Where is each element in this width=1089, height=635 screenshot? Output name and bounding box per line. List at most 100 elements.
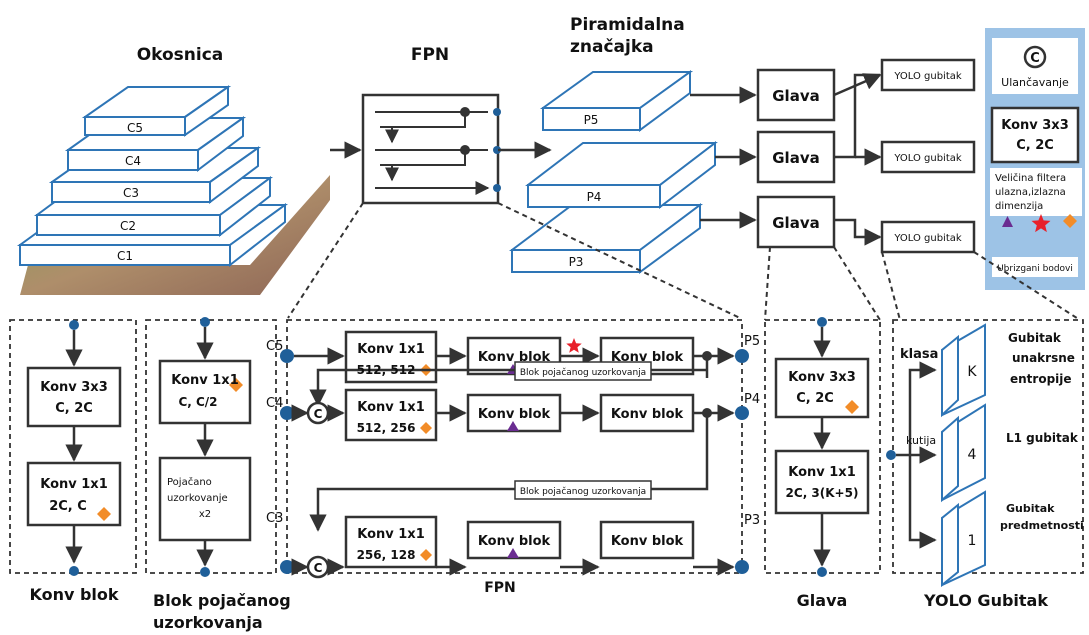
konv-blok-caption: Konv blok bbox=[29, 585, 118, 604]
fpn-konv-blok-1a: Konv blok bbox=[478, 350, 551, 365]
loss-label-1: YOLO gubitak bbox=[893, 71, 962, 82]
fpn-input-c5: C5 bbox=[266, 339, 283, 354]
legend-injected-label: Ubrizgani bodovi bbox=[997, 264, 1073, 274]
yolo-loss-detail bbox=[886, 319, 1084, 588]
konv-blok-box1-l1: Konv 3x3 bbox=[40, 380, 108, 395]
upsample-box1-l2: C, C/2 bbox=[178, 395, 217, 409]
upsample-box1-l1: Konv 1x1 bbox=[171, 373, 239, 388]
yolo-loss3-l2: predmetnosti bbox=[1000, 519, 1084, 532]
head-box-3 bbox=[756, 195, 836, 249]
diamond-icon bbox=[97, 507, 111, 521]
svg-text:C: C bbox=[1030, 51, 1040, 66]
legend-filter-l2: ulazna,izlazna bbox=[995, 187, 1066, 198]
pyramid-slabs bbox=[509, 70, 718, 274]
diamond-icon bbox=[1063, 214, 1077, 228]
pyramid-p5: P5 bbox=[584, 113, 599, 127]
triangle-icon bbox=[507, 548, 519, 558]
fpn-output-p5: P5 bbox=[744, 334, 760, 349]
pyramid-title-2: značajka bbox=[570, 37, 654, 57]
upsample-text-l3: x2 bbox=[199, 509, 211, 520]
yolo-loss1-l1: Gubitak bbox=[1008, 331, 1062, 345]
konv-blok-box1-l2: C, 2C bbox=[55, 401, 93, 416]
fpn-concat-2: C bbox=[314, 561, 323, 575]
fpn-output-p3: P3 bbox=[744, 513, 760, 528]
upsample-caption-l1: Blok pojačanog bbox=[153, 591, 291, 610]
yolo-loss1-l3: entropije bbox=[1010, 372, 1072, 386]
loss-box-3 bbox=[880, 220, 976, 254]
glava-box1-l1: Konv 3x3 bbox=[788, 370, 856, 385]
upsample-text-l2: uzorkovanje bbox=[167, 493, 228, 504]
fpn-conv2-dims: 512, 256 bbox=[357, 421, 416, 435]
fpn-output-p4: P4 bbox=[744, 392, 760, 407]
pyramid-p4: P4 bbox=[587, 190, 602, 204]
star-icon bbox=[1031, 214, 1051, 233]
fpn-konv-blok-2b: Konv blok bbox=[611, 407, 684, 422]
head-label-1: Glava bbox=[772, 87, 819, 105]
fpn-conv3-title: Konv 1x1 bbox=[357, 527, 425, 542]
pyramid-title-1: Piramidalna bbox=[570, 15, 685, 35]
fpn-konv-blok-1b: Konv blok bbox=[611, 350, 684, 365]
legend-panel: C Ulančavanje Konv 3x3 C, 2C Veličina fi… bbox=[985, 28, 1085, 290]
glava-detail bbox=[764, 317, 881, 577]
yolo-loss3-l1: Gubitak bbox=[1006, 502, 1055, 515]
yolo-cube-k: K bbox=[967, 364, 977, 380]
diamond-icon bbox=[229, 378, 243, 392]
star-icon bbox=[566, 338, 582, 353]
fpn-konv-blok-2a: Konv blok bbox=[478, 407, 551, 422]
fpn-title: FPN bbox=[411, 45, 449, 65]
glava-box2-l1: Konv 1x1 bbox=[788, 465, 856, 480]
backbone-layer-c1: C1 bbox=[117, 249, 133, 263]
fpn-detail-caption: FPN bbox=[484, 580, 516, 596]
pyramid-p3: P3 bbox=[569, 255, 584, 269]
yolo-cube-4: 4 bbox=[968, 447, 977, 463]
glava-box2-l2: 2C, 3(K+5) bbox=[786, 486, 859, 500]
diamond-icon bbox=[420, 422, 432, 434]
glava-caption: Glava bbox=[797, 591, 848, 610]
fpn-upsample-label-1: Blok pojačanog uzorkovanja bbox=[520, 367, 646, 378]
backbone-layer-c2: C2 bbox=[120, 219, 136, 233]
fpn-conv2-title: Konv 1x1 bbox=[357, 400, 425, 415]
fpn-conv1-title: Konv 1x1 bbox=[357, 342, 425, 357]
yolo-caption: YOLO Gubitak bbox=[923, 591, 1048, 610]
yolo-loss1-l2: unakrsne bbox=[1012, 351, 1075, 365]
concat-legend-icon bbox=[1023, 45, 1047, 69]
fpn-detail bbox=[280, 319, 749, 579]
fpn-conv3-dims: 256, 128 bbox=[357, 548, 416, 562]
diamond-icon bbox=[845, 400, 859, 414]
konv-blok-box2-l2: 2C, C bbox=[49, 499, 87, 514]
head-label-3: Glava bbox=[772, 214, 819, 232]
head-label-2: Glava bbox=[772, 149, 819, 167]
backbone-stack bbox=[16, 85, 330, 295]
legend-filter-l3: dimenzija bbox=[995, 201, 1043, 212]
backbone-layer-c4: C4 bbox=[125, 154, 141, 168]
head-box-2 bbox=[756, 130, 836, 184]
legend-filter-l1: Veličina filtera bbox=[995, 172, 1066, 184]
yolo-loss2: L1 gubitak bbox=[1006, 431, 1079, 445]
fpn-konv-blok-3a: Konv blok bbox=[478, 534, 551, 549]
legend-conv-l1: Konv 3x3 bbox=[1001, 118, 1069, 133]
fpn-input-c3: C3 bbox=[266, 511, 283, 526]
backbone-title: Okosnica bbox=[137, 45, 224, 65]
yolo-klasa: klasa bbox=[900, 347, 938, 362]
backbone-layer-c5: C5 bbox=[127, 121, 143, 135]
glava-box1-l2: C, 2C bbox=[796, 391, 834, 406]
backbone-layer-c3: C3 bbox=[123, 186, 139, 200]
konv-blok-box2-l1: Konv 1x1 bbox=[40, 477, 108, 492]
upsample-block-detail bbox=[145, 317, 277, 577]
triangle-icon bbox=[1002, 216, 1013, 227]
yolo-kutija: kutija bbox=[906, 434, 936, 447]
fpn-concat-1: C bbox=[314, 407, 323, 421]
zoom-guides bbox=[287, 202, 1081, 321]
upsample-caption-l2: uzorkovanja bbox=[153, 613, 263, 632]
legend-conv-l2: C, 2C bbox=[1016, 138, 1054, 153]
head-box-1 bbox=[756, 68, 836, 122]
fpn-conv1-dims: 512, 512 bbox=[357, 363, 416, 377]
triangle-icon bbox=[507, 421, 519, 431]
upsample-text-l1: Pojačano bbox=[167, 476, 212, 488]
fpn-small-box bbox=[361, 93, 501, 205]
diamond-icon bbox=[420, 549, 432, 561]
loss-box-1 bbox=[880, 58, 976, 92]
konv-blok-detail bbox=[9, 319, 137, 576]
loss-box-2 bbox=[880, 140, 976, 174]
